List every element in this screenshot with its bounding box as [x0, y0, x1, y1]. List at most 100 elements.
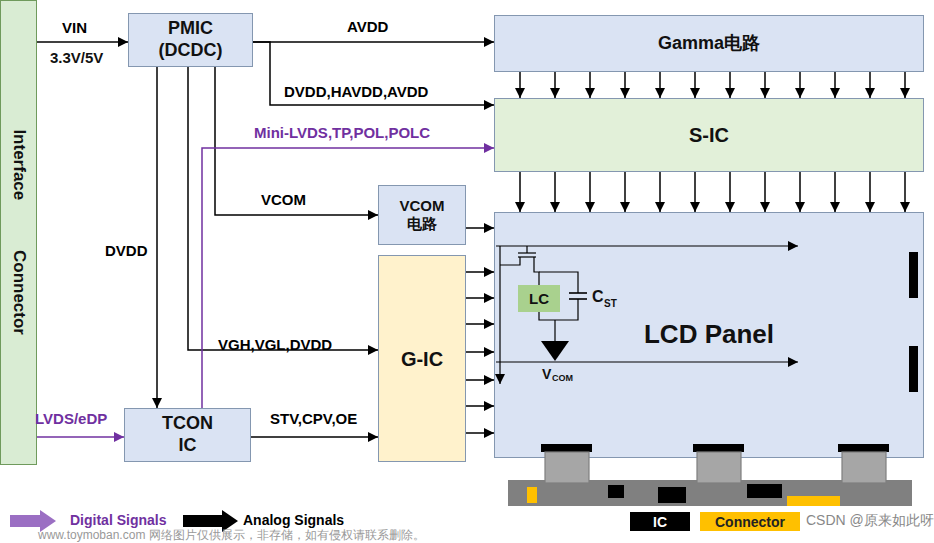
bus-arrow: [466, 297, 494, 299]
tft-source: [500, 257, 520, 265]
tft-gate: [526, 246, 527, 253]
analog-signal-line: [253, 42, 494, 105]
gate-ic-box: G-IC: [378, 255, 466, 462]
signal-label: VCOM: [261, 192, 306, 209]
bus-arrow: [624, 172, 626, 212]
signal-label: LVDS/eDP: [35, 411, 107, 428]
bus-arrow: [466, 379, 494, 381]
bus-arrow: [466, 351, 494, 353]
signal-label: DVDD: [105, 243, 148, 260]
signal-label: Mini-LVDS,TP,POL,POLC: [254, 125, 430, 142]
bus-arrow: [659, 72, 661, 98]
bus-arrow: [729, 72, 731, 98]
cof-film: [697, 452, 741, 483]
node-text: Interface Connector: [8, 130, 28, 336]
node-text: LCD Panel: [644, 319, 774, 350]
bus-arrow: [799, 72, 801, 98]
tft-channel: [518, 256, 536, 257]
legend-swatch: IC: [630, 512, 690, 531]
pcb-ic: [747, 484, 782, 498]
bus-arrow: [466, 405, 494, 407]
vcom-symbol: [541, 341, 569, 361]
bus-arrow: [904, 172, 906, 212]
cof-ic: [838, 444, 889, 452]
bus-arrow: [694, 72, 696, 98]
pcb-connector: [527, 487, 537, 503]
capacitor-label: C: [592, 288, 604, 306]
pcb-ic: [658, 487, 686, 503]
node-text: S-IC: [689, 123, 729, 147]
signal-label: DVDD,HAVDD,AVDD: [284, 84, 428, 101]
analog-signal-line: [156, 67, 158, 408]
bus-arrow: [834, 72, 836, 98]
bus-arrow: [554, 72, 556, 98]
bus-arrow: [694, 172, 696, 212]
digital-signal-line: [37, 436, 124, 438]
pcb-connector: [787, 496, 840, 506]
analog-signal-line: [519, 172, 521, 212]
bus-arrow: [834, 172, 836, 212]
panel-ic: [909, 346, 918, 392]
gamma-box: Gamma电路: [494, 15, 924, 72]
node-text: Gamma电路: [658, 33, 760, 55]
gate-line: [496, 245, 798, 246]
analog-signal-line: [466, 227, 494, 229]
legend-text: IC: [653, 514, 667, 530]
node-text: G-IC: [401, 347, 443, 371]
bus-arrow: [554, 172, 556, 212]
signal-label: STV,CPV,OE: [270, 411, 357, 428]
node-text: PMIC (DCDC): [151, 18, 231, 61]
analog-signal-line: [253, 41, 494, 43]
bus-arrow: [466, 323, 494, 325]
signal-label: VIN: [62, 20, 87, 37]
analog-signal-line: [519, 72, 521, 98]
legend-text: Digital Signals: [70, 513, 166, 528]
pcb-ic: [608, 485, 624, 498]
bus-arrow: [869, 172, 871, 212]
source-ic-box: S-IC: [494, 98, 924, 172]
cst-plate: [569, 292, 587, 294]
data-line: [499, 246, 500, 384]
bus-arrow: [869, 72, 871, 98]
vcom-subscript: COM: [552, 374, 573, 384]
node-text: VCOM 电路: [397, 197, 447, 233]
vcom-wire: [554, 320, 555, 341]
legend-text: Connector: [715, 514, 785, 530]
watermark: www.toymoban.com 网络图片仅供展示，非存储，如有侵权请联系删除。: [38, 529, 425, 542]
gate-line: [496, 361, 798, 362]
tft-drain: [534, 257, 539, 285]
legend-swatch: Connector: [700, 512, 800, 531]
node-text: LC: [529, 290, 549, 308]
analog-signal-line: [251, 436, 378, 438]
analog-signal-line: [37, 41, 128, 43]
bus-arrow: [659, 172, 661, 212]
pmic-box: PMIC (DCDC): [128, 13, 253, 67]
vcom-label: V: [542, 367, 551, 382]
tft-gate: [518, 252, 536, 253]
signal-label: VGH,VGL,DVDD: [218, 337, 332, 354]
bus-arrow: [589, 172, 591, 212]
cof-film: [545, 452, 589, 483]
bus-arrow: [904, 72, 906, 98]
capacitor-subscript: ST: [604, 298, 617, 309]
bus-arrow: [466, 432, 494, 434]
bus-arrow: [729, 172, 731, 212]
bus-arrow: [764, 172, 766, 212]
cof-film: [842, 452, 886, 483]
analog-signal-line: [466, 271, 494, 273]
bus-arrow: [624, 72, 626, 98]
watermark: CSDN @原来如此呀: [806, 513, 934, 528]
lcd-panel: LCD Panel LC: [494, 212, 924, 458]
cof-ic: [541, 444, 592, 452]
panel-ic: [909, 252, 918, 298]
tcon-box: TCON IC: [124, 408, 251, 462]
signal-label: AVDD: [347, 19, 388, 36]
node-text: TCON IC: [158, 413, 218, 456]
bus-arrow: [799, 172, 801, 212]
vcom-box: VCOM 电路: [378, 185, 466, 245]
analog-signal-line: [188, 67, 378, 350]
cof-ic: [693, 444, 744, 452]
lc-box: LC: [518, 285, 560, 312]
bus-arrow: [764, 72, 766, 98]
legend-text: Analog Signals: [243, 513, 344, 528]
